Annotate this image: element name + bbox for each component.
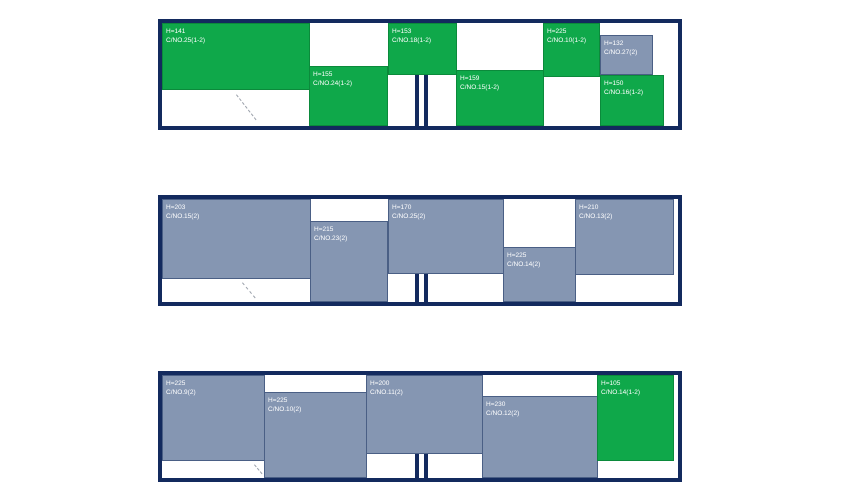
block-height: H=170 <box>392 204 412 211</box>
divider-bar <box>415 454 419 478</box>
block-code: C/NO.27(2) <box>604 49 638 56</box>
dashed-line <box>254 464 263 475</box>
block-c18: H=153 C/NO.18(1-2) <box>388 23 457 75</box>
block-c10: H=225 C/NO.10(2) <box>264 392 367 478</box>
block-code: C/NO.11(2) <box>370 389 403 396</box>
block-c24: H=155 C/NO.24(1-2) <box>309 66 388 126</box>
block-c10: H=225 C/NO.10(1-2) <box>543 23 600 77</box>
block-height: H=225 <box>547 28 567 35</box>
block-c9: H=225 C/NO.9(2) <box>162 375 265 461</box>
block-c25: H=170 C/NO.25(2) <box>388 199 504 274</box>
block-height: H=153 <box>392 28 412 35</box>
block-code: C/NO.23(2) <box>314 235 348 242</box>
block-c11: H=200 C/NO.11(2) <box>366 375 483 454</box>
block-c27: H=132 C/NO.27(2) <box>600 35 653 75</box>
container-2: H=203 C/NO.15(2) H=215 C/NO.23(2) H=170 … <box>158 195 682 306</box>
block-code: C/NO.14(2) <box>507 261 541 268</box>
block-height: H=200 <box>370 380 390 387</box>
block-c13: H=210 C/NO.13(2) <box>575 199 674 275</box>
block-height: H=159 <box>460 75 480 82</box>
block-code: C/NO.13(2) <box>579 213 613 220</box>
block-height: H=155 <box>313 71 333 78</box>
block-code: C/NO.16(1-2) <box>604 89 644 96</box>
dashed-line <box>242 282 256 299</box>
block-code: C/NO.9(2) <box>166 389 196 396</box>
block-height: H=215 <box>314 226 334 233</box>
block-height: H=225 <box>507 252 527 259</box>
divider-bar <box>424 274 428 302</box>
container-3: H=225 C/NO.9(2) H=225 C/NO.10(2) H=200 C… <box>158 371 682 482</box>
divider-bar <box>424 75 428 126</box>
block-c15: H=159 C/NO.15(1-2) <box>456 70 544 126</box>
block-code: C/NO.15(2) <box>166 213 200 220</box>
block-code: C/NO.25(1-2) <box>166 37 206 44</box>
block-c14: H=225 C/NO.14(2) <box>503 247 576 302</box>
block-height: H=225 <box>268 397 288 404</box>
divider-bar <box>415 75 419 126</box>
block-c12: H=230 C/NO.12(2) <box>482 396 598 478</box>
block-c16: H=150 C/NO.16(1-2) <box>600 75 664 126</box>
block-code: C/NO.15(1-2) <box>460 84 500 91</box>
block-height: H=105 <box>601 380 621 387</box>
block-height: H=210 <box>579 204 599 211</box>
block-code: C/NO.12(2) <box>486 410 520 417</box>
block-height: H=141 <box>166 28 186 35</box>
dashed-line <box>236 94 257 121</box>
block-height: H=150 <box>604 80 624 87</box>
divider-bar <box>424 454 428 478</box>
block-height: H=132 <box>604 40 624 47</box>
block-height: H=230 <box>486 401 506 408</box>
block-code: C/NO.14(1-2) <box>601 389 641 396</box>
block-code: C/NO.10(1-2) <box>547 37 587 44</box>
divider-bar <box>415 274 419 302</box>
block-c25: H=141 C/NO.25(1-2) <box>162 23 310 90</box>
block-code: C/NO.10(2) <box>268 406 302 413</box>
block-c15: H=203 C/NO.15(2) <box>162 199 311 279</box>
block-c14: H=105 C/NO.14(1-2) <box>597 375 674 461</box>
container-1: H=141 C/NO.25(1-2) H=155 C/NO.24(1-2) H=… <box>158 19 682 130</box>
block-code: C/NO.25(2) <box>392 213 426 220</box>
block-code: C/NO.24(1-2) <box>313 80 353 87</box>
block-code: C/NO.18(1-2) <box>392 37 432 44</box>
block-height: H=203 <box>166 204 186 211</box>
block-height: H=225 <box>166 380 186 387</box>
block-c23: H=215 C/NO.23(2) <box>310 221 388 302</box>
